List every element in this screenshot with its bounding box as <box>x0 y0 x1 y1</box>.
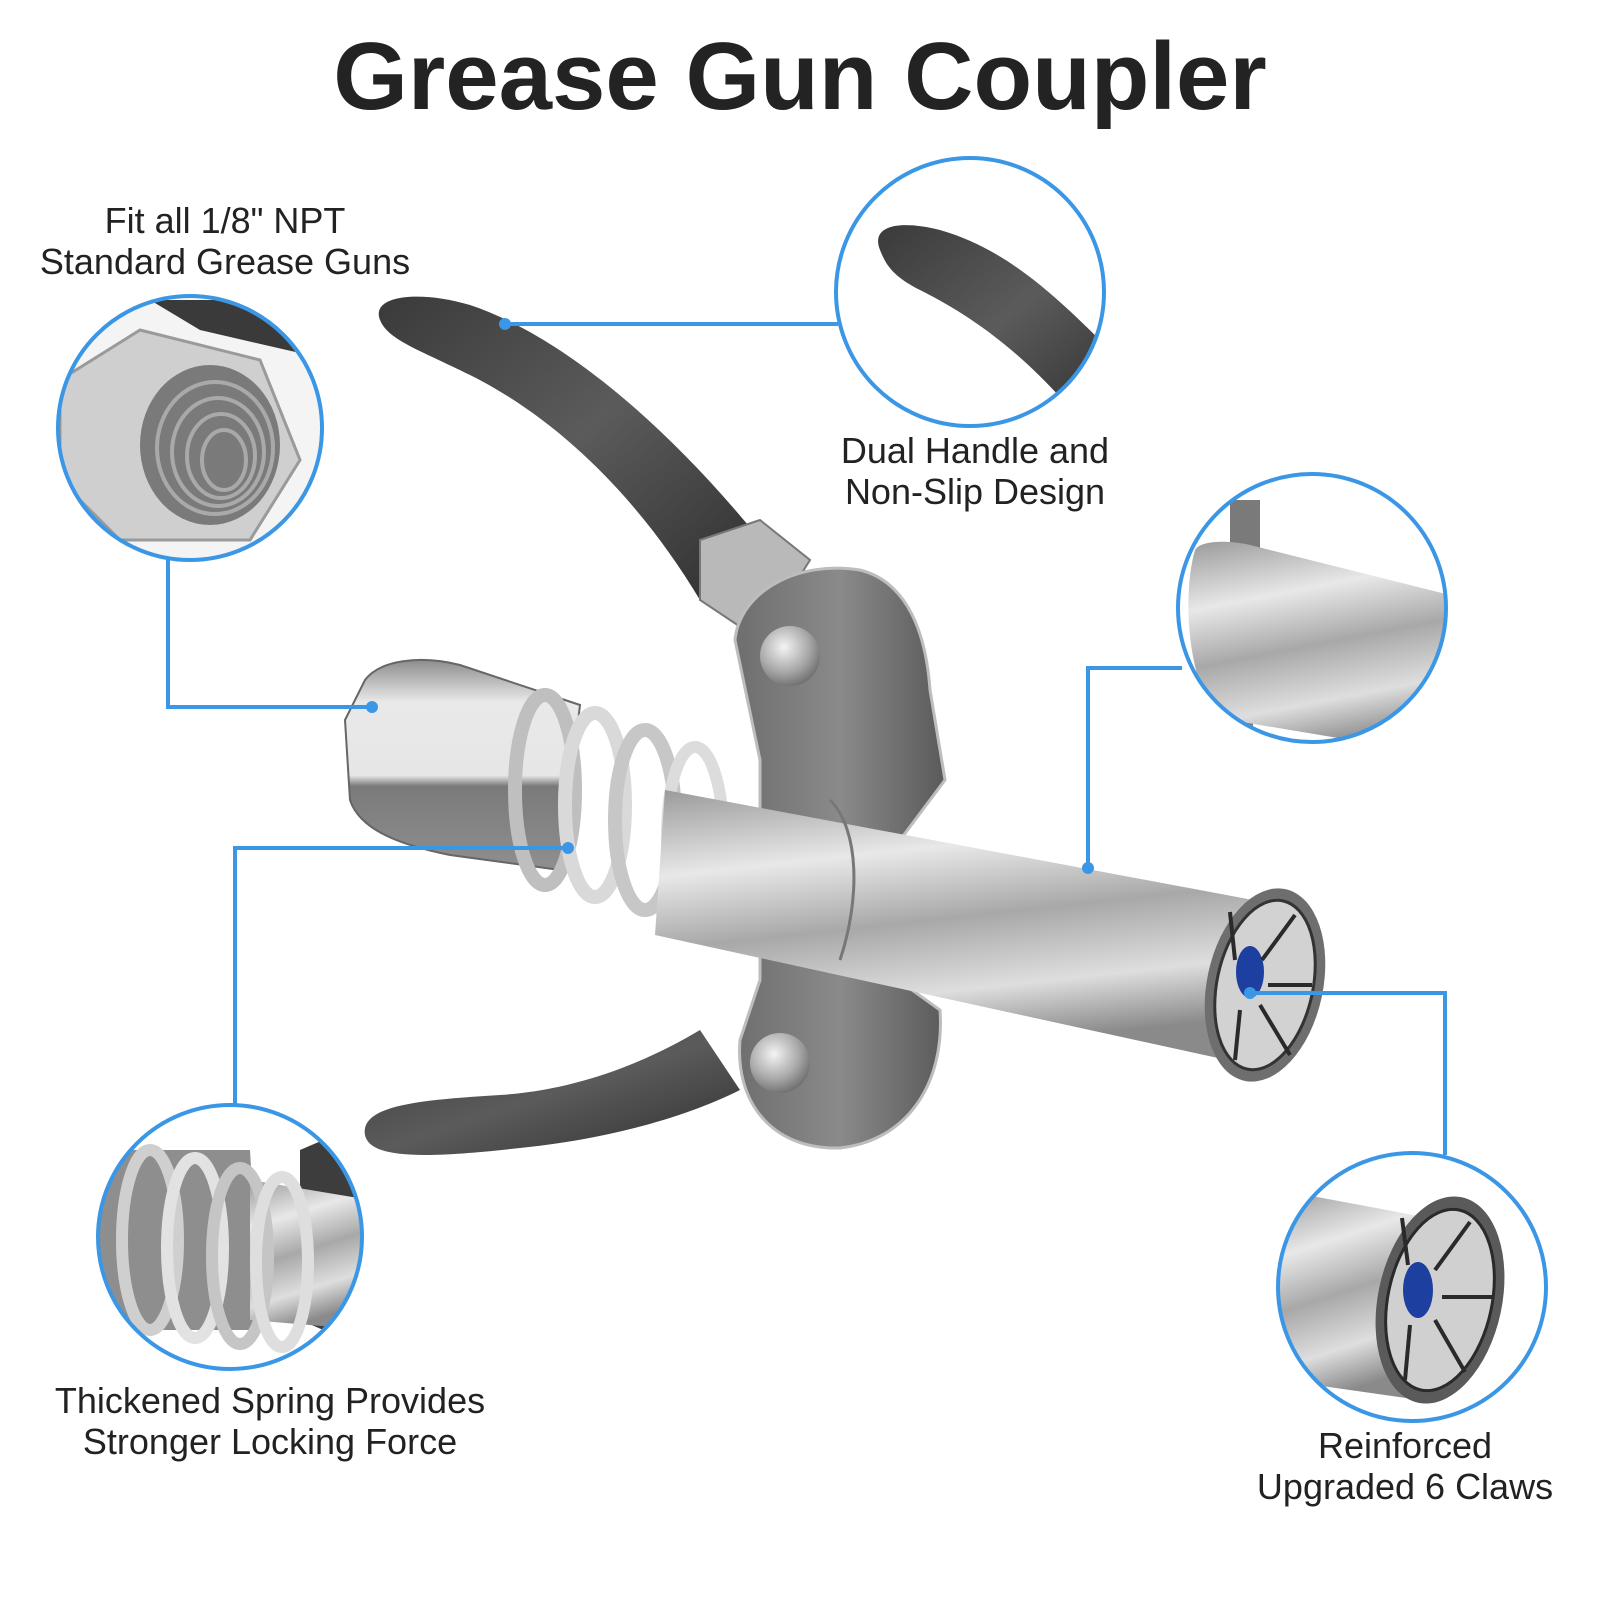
dot-handle-icon <box>499 318 511 330</box>
page-title: Grease Gun Coupler <box>333 23 1267 130</box>
claw-head-icon <box>1204 888 1326 1082</box>
rivet-top-icon <box>760 626 820 686</box>
circle-outline-tube <box>1176 472 1448 744</box>
detail-circle-npt <box>58 296 322 560</box>
caption-claws-line1: Reinforced <box>1317 1425 1493 1466</box>
detail-circle-handle <box>836 158 1104 426</box>
detail-circle-claws <box>1278 1153 1546 1421</box>
caption-spring-line2: Stronger Locking Force <box>82 1421 458 1462</box>
rivet-bottom-icon <box>750 1033 810 1093</box>
connector-hex <box>166 560 372 709</box>
detail-circle-spring <box>98 1105 362 1369</box>
grease-coupler-main <box>343 296 1326 1155</box>
callout-connectors <box>166 322 1447 1155</box>
circle-outline-npt <box>56 294 324 562</box>
dot-claws-icon <box>1244 987 1256 999</box>
callout-dots <box>366 318 1256 999</box>
caption-claws-line2: Upgraded 6 Claws <box>1256 1466 1554 1507</box>
circle-outline-handle <box>834 156 1106 428</box>
circle-outline-spring <box>96 1103 364 1371</box>
caption-claws: Reinforced Upgraded 6 Claws <box>1220 1425 1590 1507</box>
caption-dual-handle-line1: Dual Handle and <box>840 430 1110 471</box>
caption-npt-fit-line2: Standard Grease Guns <box>39 241 411 282</box>
caption-spring-line1: Thickened Spring Provides <box>54 1380 486 1421</box>
dot-tube-icon <box>1082 862 1094 874</box>
connector-spring <box>233 846 568 1107</box>
coupler-tube <box>655 790 1280 1065</box>
caption-spring: Thickened Spring Provides Stronger Locki… <box>10 1380 530 1462</box>
connector-tube <box>1086 666 1182 868</box>
circle-outline-claws <box>1276 1151 1548 1423</box>
caption-npt-fit: Fit all 1/8" NPT Standard Grease Guns <box>10 200 440 282</box>
dot-hex-icon <box>366 701 378 713</box>
upper-handle-icon <box>378 296 748 600</box>
caption-dual-handle-line2: Non-Slip Design <box>844 471 1106 512</box>
caption-npt-fit-line1: Fit all 1/8" NPT <box>104 200 346 241</box>
lower-handle-icon <box>364 1030 740 1155</box>
connector-claws <box>1250 991 1447 1155</box>
dot-spring-icon <box>562 842 574 854</box>
caption-dual-handle: Dual Handle and Non-Slip Design <box>790 430 1160 512</box>
